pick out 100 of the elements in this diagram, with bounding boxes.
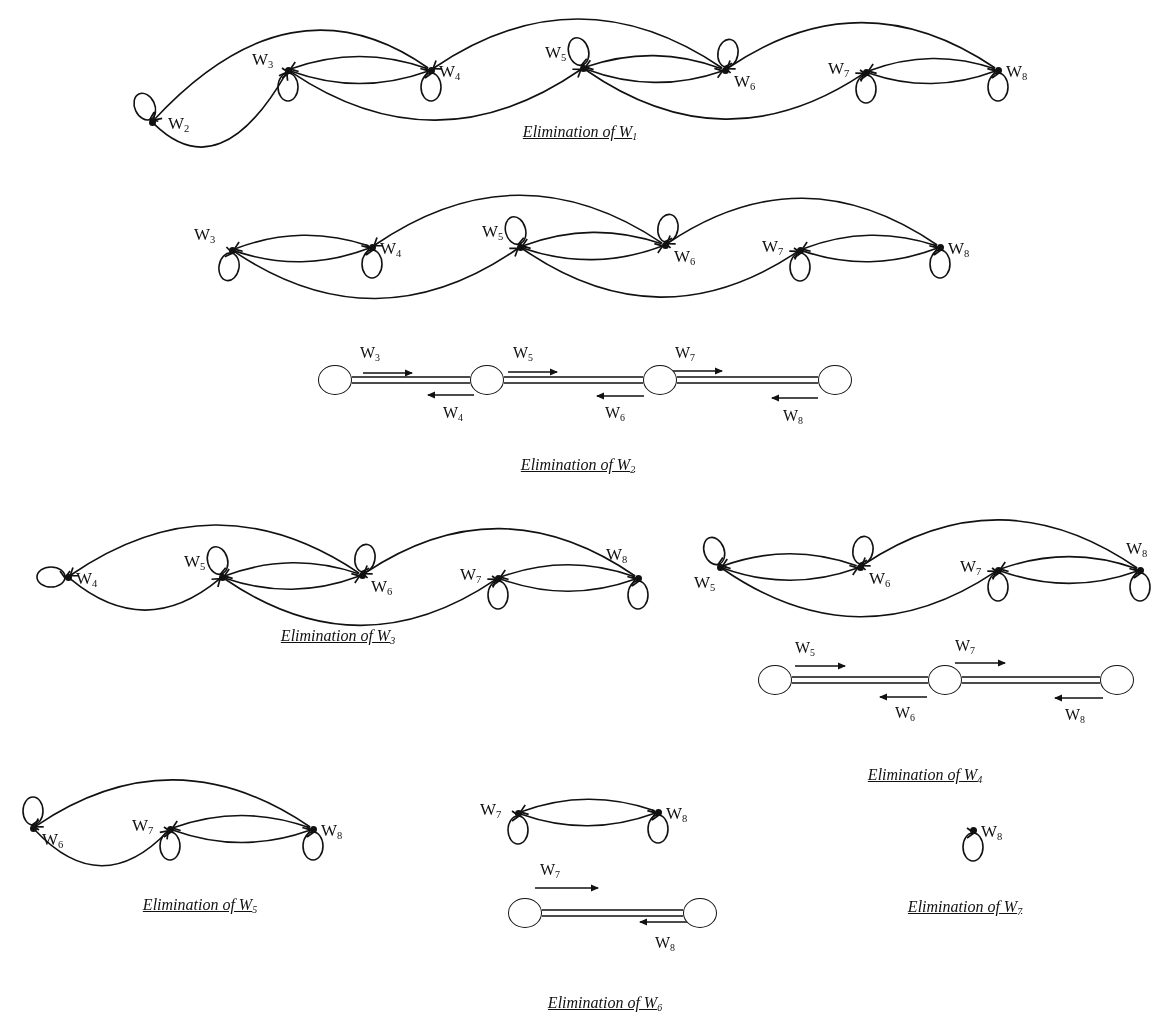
node-label: W$_{7}$ <box>132 815 154 837</box>
caption: Elimination of W$_{3}$ <box>280 626 396 646</box>
node-label: W$_{6}$ <box>869 568 891 590</box>
arrow <box>499 564 636 581</box>
arrow <box>234 244 371 263</box>
arrow-label: W$_{3}$ <box>360 343 381 363</box>
circle-node <box>818 365 852 395</box>
self-loop-arrow <box>1129 567 1151 602</box>
arrow <box>224 572 361 590</box>
node-label: W$_{5}$ <box>545 42 567 64</box>
node-label: W$_{6}$ <box>734 71 756 93</box>
circle-node <box>318 365 352 395</box>
arrow <box>69 577 221 611</box>
arrow <box>153 71 289 148</box>
self-loop-arrow <box>717 38 739 74</box>
arrow <box>585 67 724 84</box>
arrow-label: W$_{7}$ <box>955 636 976 656</box>
self-loop-arrow <box>36 566 71 588</box>
self-loop-arrow <box>206 546 230 578</box>
arrow <box>224 578 497 627</box>
caption: Elimination of W$_{5}$ <box>142 895 258 915</box>
double-line <box>961 676 1101 684</box>
self-loop-arrow <box>929 244 951 279</box>
arrow <box>171 814 311 832</box>
node-label: W$_{7}$ <box>762 236 784 258</box>
circle-node <box>508 898 542 928</box>
circle-node <box>643 365 677 395</box>
self-loop-arrow <box>852 535 874 571</box>
arrow-label: W$_{5}$ <box>795 638 816 658</box>
arrow <box>521 231 663 250</box>
caption: Elimination of W$_{4}$ <box>867 765 983 785</box>
self-loop-arrow <box>657 213 679 249</box>
caption: Elimination of W$_{2}$ <box>520 455 636 475</box>
arrow <box>867 57 996 75</box>
self-loop-arrow <box>22 796 44 831</box>
arrow <box>999 555 1138 573</box>
self-loop-arrow <box>277 67 299 102</box>
caption: Elimination of W$_{7}$ <box>907 897 1023 917</box>
arrow <box>802 244 939 263</box>
node-label: W$_{6}$ <box>42 829 64 851</box>
arrow <box>520 809 657 827</box>
node-label: W$_{8}$ <box>321 820 343 842</box>
node-label: W$_{3}$ <box>252 49 274 71</box>
self-loop-arrow <box>302 826 324 861</box>
caption: Elimination of W$_{1}$ <box>522 122 638 142</box>
arrow <box>363 527 636 577</box>
arrow-label: W$_{8}$ <box>655 933 676 953</box>
caption: Elimination of W$_{6}$ <box>547 993 663 1013</box>
self-loop-arrow <box>567 37 591 69</box>
arrow-label: W$_{5}$ <box>513 343 534 363</box>
arrow <box>233 234 370 253</box>
node-label: W$_{8}$ <box>606 544 628 566</box>
self-loop-arrow <box>420 67 442 102</box>
arrow <box>519 798 656 816</box>
arrow <box>290 67 430 85</box>
arrow <box>432 18 723 70</box>
arrow <box>34 779 311 828</box>
self-loop-arrow <box>487 575 509 610</box>
node-label: W$_{8}$ <box>948 238 970 260</box>
circle-node <box>928 665 962 695</box>
node-label: W$_{3}$ <box>194 224 216 246</box>
arrow <box>290 68 582 121</box>
node-label: W$_{4}$ <box>76 568 98 590</box>
double-line <box>676 376 819 384</box>
self-loop-arrow <box>504 216 528 248</box>
arrow <box>861 519 1138 569</box>
arrow <box>868 67 997 85</box>
self-loop-arrow <box>647 809 669 844</box>
arrow-label: W$_{7}$ <box>675 343 696 363</box>
arrow-label: W$_{4}$ <box>443 403 464 423</box>
node-label: W$_{2}$ <box>168 113 190 135</box>
arrow <box>234 247 519 300</box>
self-loop-arrow <box>987 67 1009 102</box>
self-loop-arrow <box>987 567 1009 602</box>
arrow <box>69 524 360 577</box>
arrow <box>223 562 360 580</box>
self-loop-arrow <box>159 826 181 861</box>
node-label: W$_{4}$ <box>380 238 402 260</box>
self-loop-arrow <box>361 244 383 279</box>
arrow <box>726 21 996 70</box>
arrow-label: W$_{6}$ <box>895 703 916 723</box>
circle-node <box>758 665 792 695</box>
arrow <box>373 194 663 247</box>
arrow <box>34 829 170 867</box>
self-loop-arrow <box>507 810 529 845</box>
circle-node <box>470 365 504 395</box>
node-label: W$_{6}$ <box>674 246 696 268</box>
arrow-label: W$_{8}$ <box>783 406 804 426</box>
self-loop-arrow <box>218 246 240 282</box>
node-label: W$_{4}$ <box>439 61 461 83</box>
node-label: W$_{7}$ <box>960 556 982 578</box>
arrow-label: W$_{6}$ <box>605 403 626 423</box>
arrow <box>1000 567 1139 585</box>
arrow <box>722 568 997 618</box>
double-line <box>791 676 929 684</box>
node-label: W$_{8}$ <box>981 821 1003 843</box>
double-line <box>503 376 644 384</box>
self-loop-arrow <box>627 575 649 610</box>
node-label: W$_{8}$ <box>1006 61 1028 83</box>
arrow <box>721 553 858 570</box>
